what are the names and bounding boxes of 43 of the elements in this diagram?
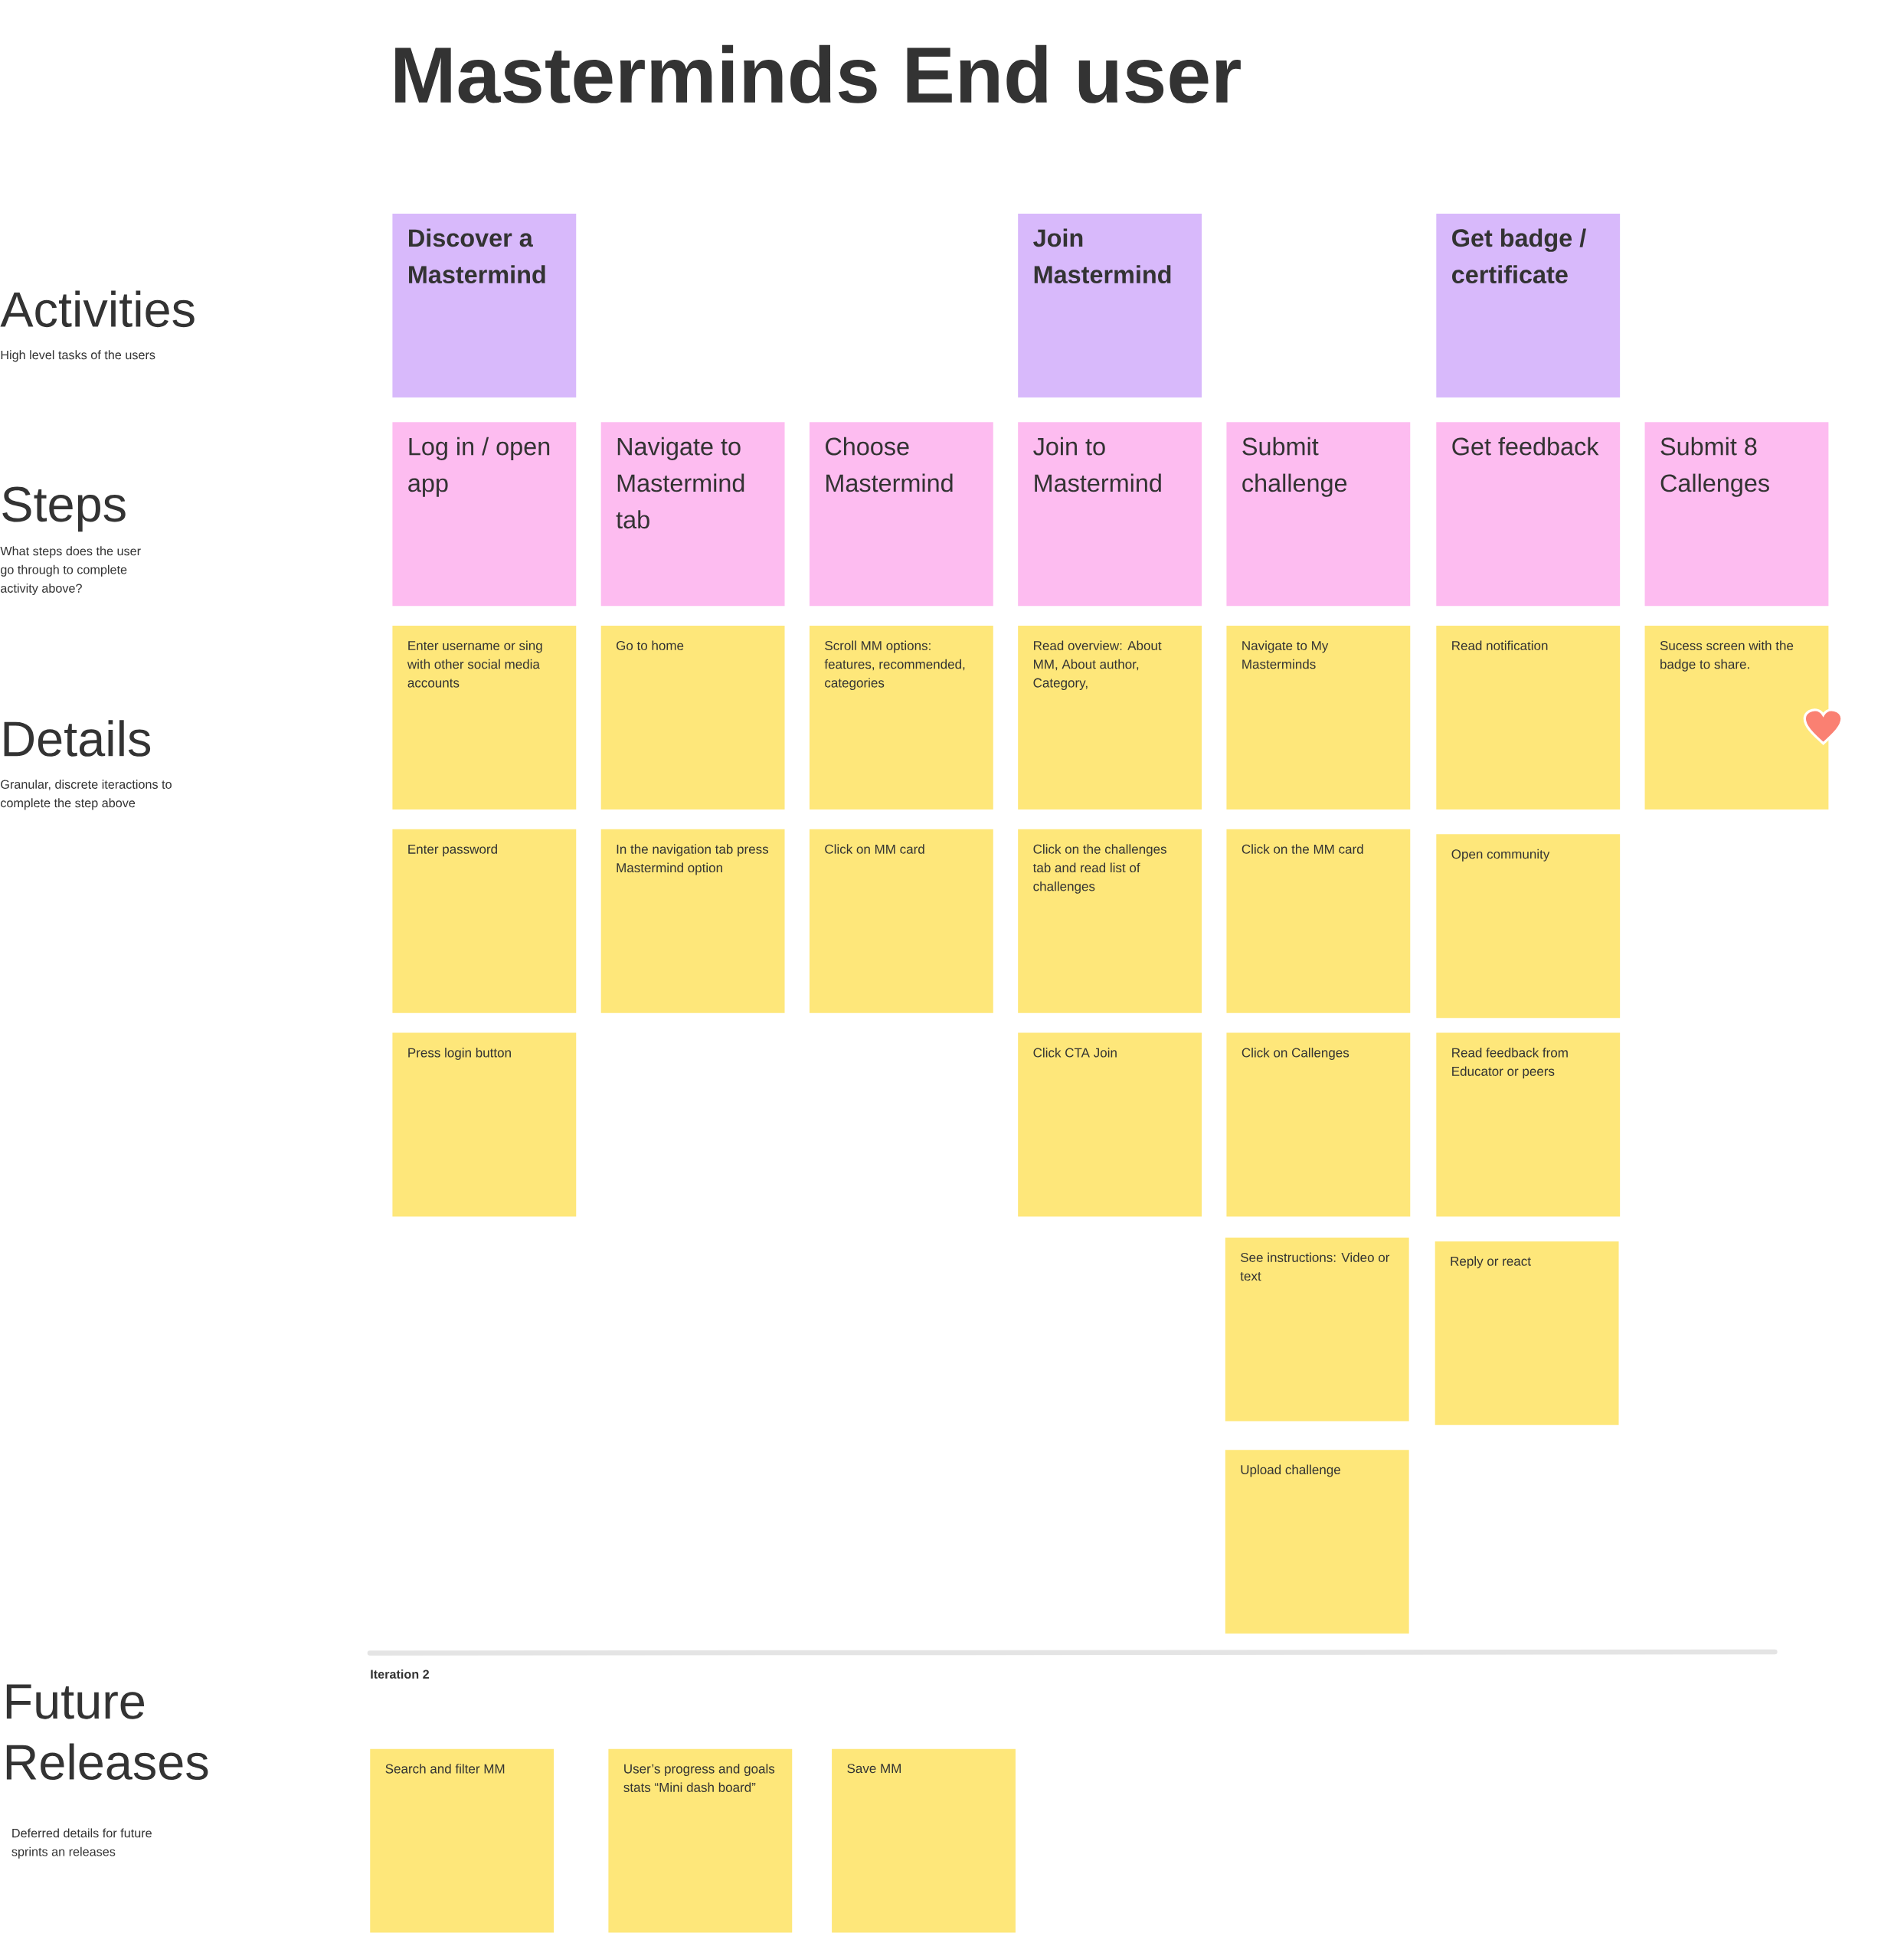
sticky-note: Join to Mastermind (1018, 422, 1202, 607)
note: High level tasks of the users (1, 350, 155, 362)
sticky-note: Submit challenge (1226, 422, 1411, 607)
sticky-note: Click on Callenges (1226, 1032, 1411, 1217)
sticky-note: Read notification (1436, 626, 1621, 809)
sticky-note: Enter username or sing with other social media accounts (392, 626, 577, 809)
sticky-note: Upload challenge (1225, 1450, 1409, 1634)
sticky-note: In the navigation tab press Mastermind option (600, 829, 785, 1013)
sticky-note: Open community (1436, 834, 1621, 1019)
sticky-note: Navigate to Mastermind tab (600, 422, 785, 607)
sticky-note: Save MM (832, 1748, 1016, 1933)
sticky-note: Join Mastermind (1018, 214, 1202, 397)
sticky-note: Enter password (392, 829, 577, 1013)
note: Iteration 2 (371, 1669, 430, 1679)
sticky-note: Go to home (600, 626, 785, 809)
sticky-note: Get badge / certificate (1436, 214, 1621, 397)
sticky-note: Click CTA Join (1018, 1032, 1202, 1217)
note: Granular, discrete iteractions to complete the step above (1, 780, 172, 810)
sticky-note: Scroll MM options: features, recommended, categories (810, 626, 993, 809)
sticky-note: Click on the challenges tab and read list of challenges (1018, 829, 1202, 1013)
sticky-note: Search and filter MM (370, 1748, 555, 1933)
sticky-note: Submit 8 Callenges (1644, 422, 1829, 607)
sticky-note: Press login button (392, 1032, 577, 1217)
heading: Future Releases (6, 1684, 208, 1781)
sticky-note: Discover a Mastermind (392, 214, 577, 397)
heading: Details (4, 720, 151, 757)
note: What steps does the user go through to complete activity above? (0, 546, 141, 596)
sticky-note: Click on the MM card (1226, 829, 1411, 1013)
sticky-note: Read feedback from Educator or peers (1436, 1032, 1621, 1217)
sticky-note: User’s progress and goals stats “Mini dash board” (608, 1748, 793, 1933)
sticky-note: See instructions: Video or text (1225, 1238, 1409, 1421)
heading: Activities (0, 290, 195, 328)
sticky-note: Sucess screen with the badge to share. (1644, 626, 1829, 809)
sticky-note: Log in / open app (392, 422, 577, 607)
heading: Steps (2, 486, 126, 532)
note: Deferred details for future sprints an releases (11, 1828, 152, 1859)
title: Masterminds End user (395, 44, 1241, 103)
sticky-note: Choose Mastermind (810, 422, 993, 607)
sticky-note: Navigate to My Masterminds (1226, 626, 1411, 809)
sticky-note: Click on MM card (810, 829, 993, 1013)
sticky-note: Get feedback (1436, 422, 1621, 607)
sticky-note: Reply or react (1435, 1241, 1619, 1425)
sticky-note: Read overview: About MM, About author, Category, (1018, 626, 1202, 809)
